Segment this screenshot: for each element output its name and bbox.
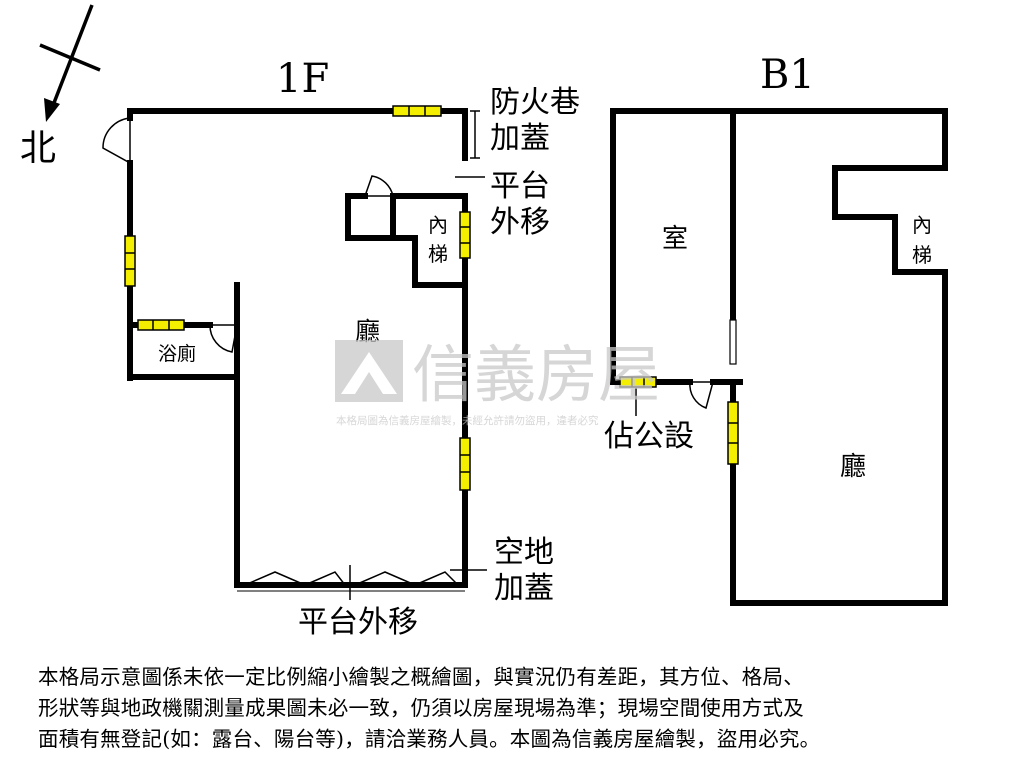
floor-1f-walls [127,108,468,588]
compass-north-label: 北 [20,128,56,169]
window-stair [459,211,471,259]
note-open-land-line1: 空地 [494,535,554,570]
note-platform-line2: 外移 [490,205,550,240]
floor-1f-windows [124,105,471,491]
floor-1f-doors [102,117,394,353]
watermark: 信義房屋 本格局圖為信義房屋繪製，未經允許請勿盜用，違者必究 [335,338,660,427]
disclaimer-line-3: 面積有無登記(如：露台、陽台等)，請洽業務人員。本圖為信義房屋繪製，盜用必究。 [38,727,821,751]
floor-b1-windows [619,376,739,465]
floor-b1-walls [610,108,948,606]
floor-1f-leaders [450,110,487,571]
label-b1-hall: 廳 [840,452,866,482]
window-top [392,105,442,117]
floor-1f-folding-door [237,565,465,600]
window-b1-hall [727,401,739,465]
north-compass: 北 [20,4,101,169]
compass-arrowhead-icon [44,98,60,122]
note-platform-line1: 平台 [490,169,550,204]
label-1f-stair-line1: 內 [428,213,448,237]
floor-b1-title: B1 [760,52,815,98]
watermark-small: 本格局圖為信義房屋繪製，未經允許請勿盜用，違者必究 [336,414,599,427]
label-b1-room: 室 [662,224,688,254]
window-right [459,437,471,491]
floor-b1-doors [689,319,737,409]
window-left [124,235,136,287]
window-bathroom [137,319,185,331]
watermark-logo-icon [335,340,403,402]
label-b1-stair-line2: 梯 [912,243,932,267]
note-bottom-platform: 平台外移 [298,605,418,640]
note-fire-lane-line1: 防火巷 [490,85,580,120]
disclaimer-line-1: 本格局示意圖係未依一定比例縮小繪製之概繪圖，與實況仍有差距，其方位、格局、 [38,665,804,689]
label-b1-stair-line1: 內 [912,213,932,237]
note-open-land-line2: 加蓋 [494,571,554,606]
note-common-est: 佔公設 [604,419,694,454]
watermark-brand: 信義房屋 [412,338,660,411]
window-b1-room [619,376,657,388]
label-1f-stair-line2: 梯 [428,242,448,266]
disclaimer-line-2: 形狀等與地政機關測量成果圖未必一致，仍須以房屋現場為準；現場空間使用方式及 [38,696,804,720]
label-1f-bathroom: 浴廁 [158,342,196,365]
floor-1f-title: 1F [276,56,329,102]
compass-crossbar [39,43,101,72]
note-fire-lane-line2: 加蓋 [490,121,550,156]
disclaimer: 本格局示意圖係未依一定比例縮小繪製之概繪圖，與實況仍有差距，其方位、格局、 形狀… [38,662,1008,755]
